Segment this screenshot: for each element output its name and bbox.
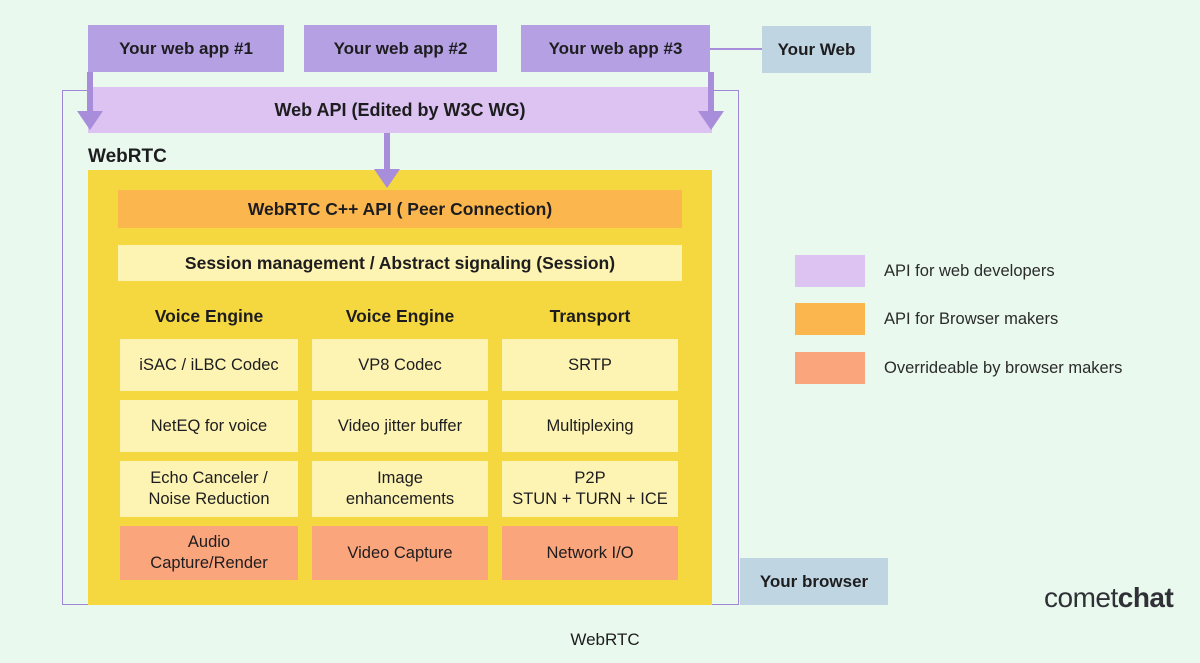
down-arrow-center-shaft <box>384 133 390 171</box>
your-web-box: Your Web <box>762 26 871 73</box>
legend-label-web-developers: API for web developers <box>884 261 1055 280</box>
legend-label-browser-makers: API for Browser makers <box>884 309 1059 328</box>
module-cell: Video jitter buffer <box>312 400 488 452</box>
web-app-2-box: Your web app #2 <box>304 25 497 72</box>
down-arrow-left-shaft <box>87 72 93 114</box>
web-app-1-box: Your web app #1 <box>88 25 284 72</box>
column-header-voice-engine-1: Voice Engine <box>154 306 264 326</box>
cometchat-logo-comet: comet <box>1044 582 1118 613</box>
session-management-bar: Session management / Abstract signaling … <box>118 245 682 281</box>
module-cell: VP8 Codec <box>312 339 488 391</box>
web-api-bar: Web API (Edited by W3C WG) <box>88 87 712 133</box>
down-arrow-left-head <box>77 111 103 130</box>
down-arrow-center-head <box>374 169 400 188</box>
web-app-3-box: Your web app #3 <box>521 25 710 72</box>
module-cell-overrideable: Video Capture <box>312 526 488 580</box>
cpp-api-bar: WebRTC C++ API ( Peer Connection) <box>118 190 682 228</box>
column-header-voice-engine-2: Voice Engine <box>345 306 455 326</box>
column-header-transport: Transport <box>549 306 631 326</box>
your-browser-box: Your browser <box>740 558 888 605</box>
module-cell: Multiplexing <box>502 400 678 452</box>
legend-swatch-overrideable <box>795 352 865 384</box>
webrtc-box-label: WebRTC <box>88 146 167 167</box>
legend-swatch-web-developers <box>795 255 865 287</box>
module-cell: iSAC / iLBC Codec <box>120 339 298 391</box>
module-cell: Image enhancements <box>312 461 488 517</box>
cometchat-logo-chat: chat <box>1117 582 1174 613</box>
module-cell: Echo Canceler / Noise Reduction <box>120 461 298 517</box>
legend-label-overrideable: Overrideable by browser makers <box>884 358 1123 377</box>
connector-app3-to-your-web <box>710 48 762 50</box>
module-cell-overrideable: Network I/O <box>502 526 678 580</box>
legend-swatch-browser-makers <box>795 303 865 335</box>
webrtc-bottom-caption: WebRTC <box>570 630 640 649</box>
module-cell: SRTP <box>502 339 678 391</box>
module-cell: NetEQ for voice <box>120 400 298 452</box>
down-arrow-right-shaft <box>708 72 714 114</box>
cometchat-logo: cometchat <box>1044 582 1174 614</box>
down-arrow-right-head <box>698 111 724 130</box>
module-cell: P2P STUN + TURN + ICE <box>502 461 678 517</box>
module-cell-overrideable: Audio Capture/Render <box>120 526 298 580</box>
